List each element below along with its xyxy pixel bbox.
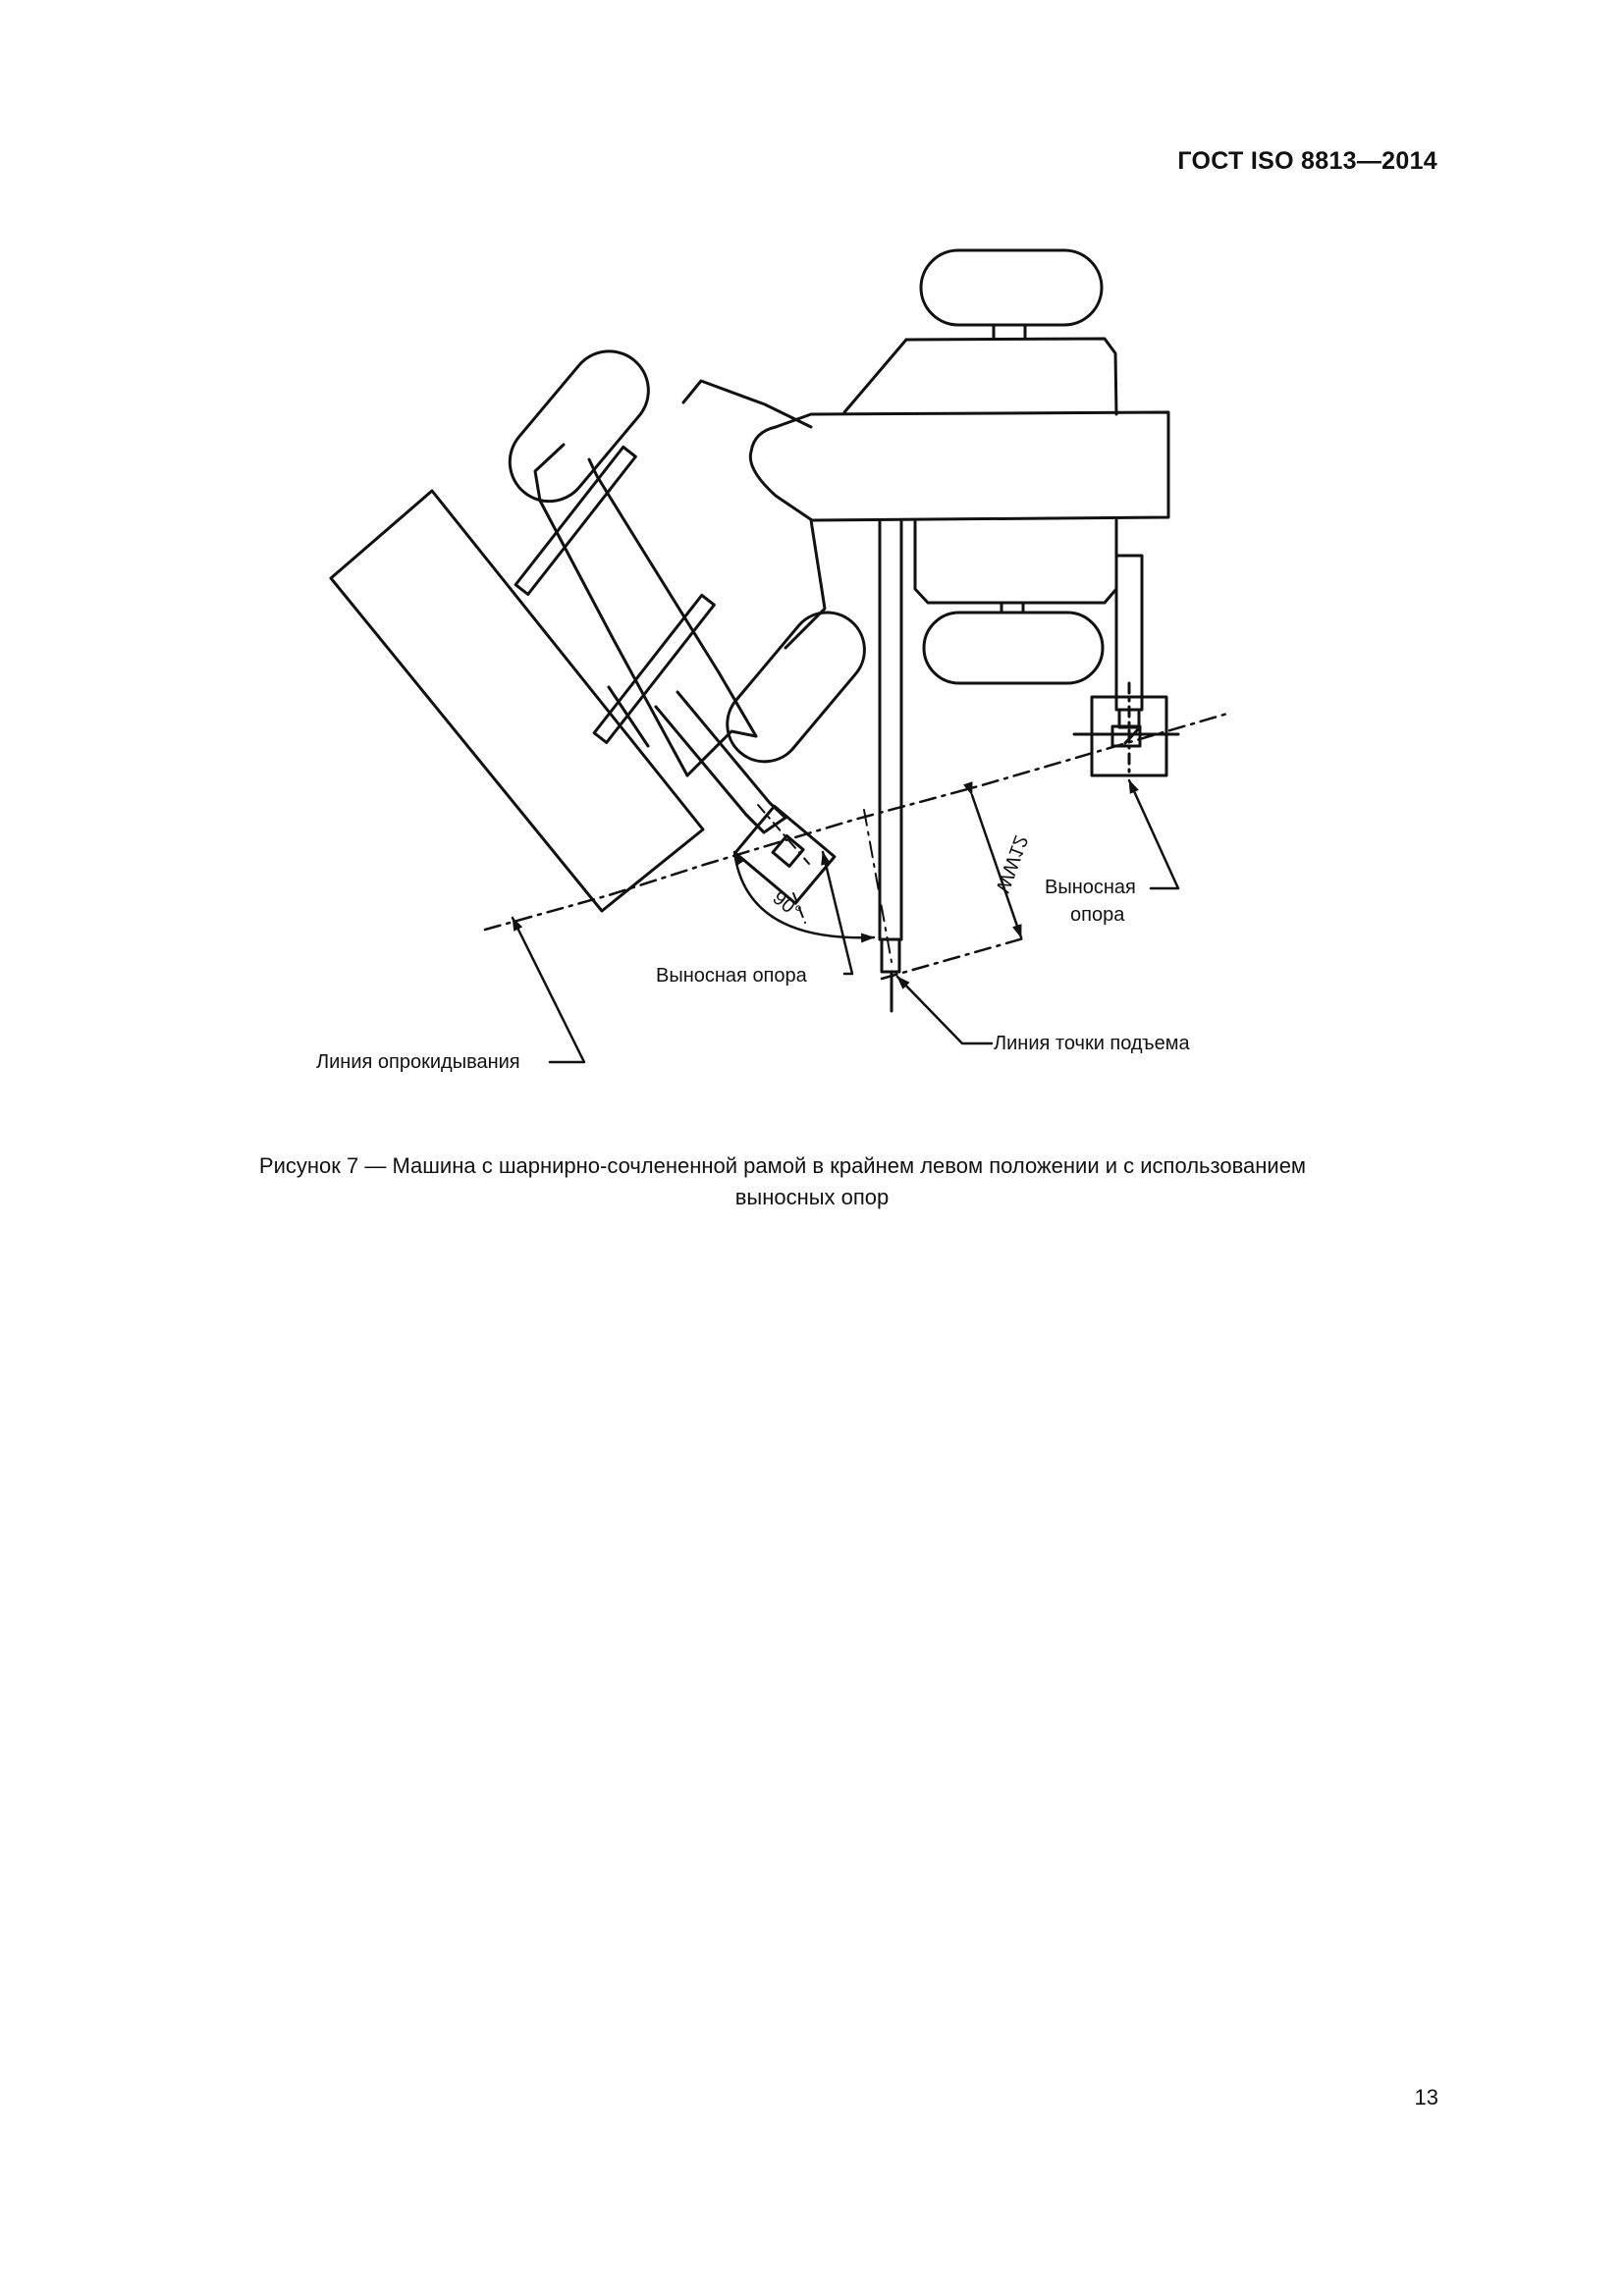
caption-line-1: Рисунок 7 — Машина с шарнирно-сочлененно… <box>258 1153 1307 1178</box>
tipping-line-label: Линия опрокидывания <box>316 1051 520 1073</box>
figure-caption: Рисунок 7 — Машина с шарнирно-сочлененно… <box>0 1150 1624 1213</box>
outrigger-right-label-line2: опора <box>1070 904 1125 926</box>
page-number: 13 <box>1414 2085 1438 2109</box>
caption-line-2: выносных опор <box>734 1185 890 1209</box>
outrigger-right-label-line1: Выносная <box>1045 877 1136 898</box>
lift-point-line-label: Линия точки подъема <box>994 1033 1190 1054</box>
document-header: ГОСТ ISO 8813—2014 <box>1177 147 1437 175</box>
figure-7: Выносная опора Выносная опора Линия опро… <box>0 0 1624 1099</box>
outrigger-left-label: Выносная опора <box>656 965 807 987</box>
articulated-machine-drawing-icon <box>329 248 1229 1064</box>
